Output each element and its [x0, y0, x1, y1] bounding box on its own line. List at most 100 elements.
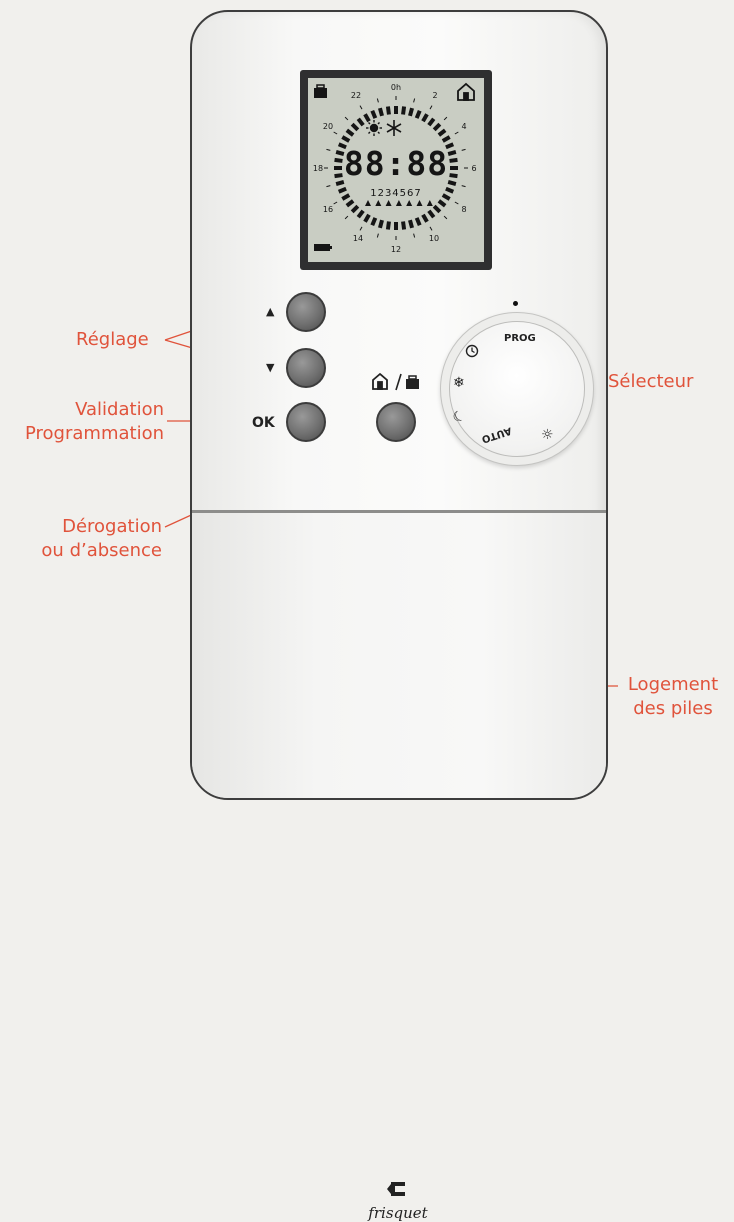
thermostat-device: 88:88 1234567 0h 2 4 6 8 10 12 [190, 10, 608, 1222]
ring-segment [408, 107, 414, 117]
ring-segment [421, 213, 429, 223]
ring-segment [335, 180, 345, 186]
callout-logement-line1: Logement [627, 674, 719, 695]
day-marker [375, 200, 382, 206]
hour-label-10: 10 [429, 234, 439, 243]
sun-icon: ☼ [541, 427, 554, 443]
frisquet-logo-icon [387, 1182, 405, 1196]
ring-segment [447, 180, 457, 186]
house-icon [457, 82, 475, 101]
hour-tick [359, 226, 363, 231]
ring-segment [334, 173, 343, 179]
ring-segment [335, 150, 345, 156]
hour-label-18: 18 [313, 164, 323, 173]
ring-segment [378, 107, 384, 117]
callout-validation: Validation Programmation [4, 398, 164, 446]
callout-derogation-line1: Dérogation [62, 516, 162, 537]
ring-segment [334, 157, 343, 163]
hour-tick [376, 98, 379, 103]
lcd-display: 88:88 1234567 0h 2 4 6 8 10 12 [313, 82, 477, 254]
snowflake-icon [386, 120, 402, 136]
hour-tick [326, 148, 331, 151]
ring-segment [356, 117, 365, 127]
hour-tick [454, 201, 459, 205]
ring-segment [441, 135, 451, 143]
down-button[interactable] [286, 348, 326, 388]
hour-label-16: 16 [323, 205, 333, 214]
hour-label-20: 20 [323, 122, 333, 131]
dial-label-prog: PROG [504, 333, 536, 344]
battery-icon [314, 244, 332, 251]
slash-separator [395, 373, 402, 391]
ring-segment [350, 122, 360, 132]
hour-tick [461, 148, 466, 151]
hour-tick [344, 116, 349, 121]
selector-knob[interactable] [449, 321, 585, 457]
ring-segment [414, 217, 422, 227]
ring-segment [414, 109, 422, 119]
ring-segment [408, 219, 414, 229]
ring-segment [441, 193, 451, 201]
callout-validation-line1: Validation [75, 399, 164, 420]
hour-tick [359, 105, 363, 110]
hour-tick [443, 215, 448, 220]
ring-segment [341, 135, 351, 143]
day-marker [426, 200, 433, 206]
derogation-icons [370, 372, 422, 392]
selector-dial[interactable]: PROG ❄ ☾ AUTO ☼ [440, 312, 594, 466]
ring-segment [345, 128, 355, 137]
ring-segment [449, 173, 458, 179]
hour-label-12: 12 [391, 245, 401, 254]
ring-segment [370, 217, 378, 227]
hour-tick [413, 98, 416, 103]
ok-button[interactable] [286, 402, 326, 442]
hour-ticks [324, 96, 468, 240]
derogation-button[interactable] [376, 402, 416, 442]
ring-segment [447, 150, 457, 156]
lcd-time: 88:88 [344, 144, 448, 183]
suitcase-icon [314, 84, 327, 98]
battery-compartment[interactable]: frisquet [192, 510, 606, 1222]
hour-tick [461, 185, 466, 188]
house-icon [372, 372, 388, 390]
ring-segment [385, 221, 391, 230]
ring-segment [378, 219, 384, 229]
up-arrow-icon: ▲ [266, 305, 275, 318]
hour-label-0: 0h [391, 83, 401, 92]
callout-logement-line2: des piles [633, 698, 713, 719]
ring-segment [401, 106, 407, 115]
hour-label-14: 14 [353, 234, 363, 243]
ring-segment [421, 113, 429, 123]
ring-segment [445, 186, 455, 194]
ring-segment [432, 122, 442, 132]
hour-label-4: 4 [461, 122, 466, 131]
callout-derogation-line2: ou d’absence [41, 540, 162, 561]
ring-segment [385, 106, 391, 115]
clock-icon [465, 344, 479, 362]
callout-selecteur: Sélecteur [608, 371, 694, 392]
ring-segment [427, 209, 436, 219]
day-marker [395, 200, 402, 206]
ring-segment [432, 204, 442, 214]
ring-segment [363, 213, 371, 223]
hour-tick [454, 131, 459, 135]
snowflake-icon: ❄ [453, 375, 465, 391]
day-marker [416, 200, 423, 206]
hour-label-2: 2 [432, 91, 437, 100]
lcd-days: 1234567 [370, 188, 422, 199]
ring-segment [437, 199, 447, 208]
sun-icon [366, 120, 382, 136]
hour-tick [344, 215, 349, 220]
ring-segment [427, 117, 436, 127]
hour-tick [376, 233, 379, 238]
ring-segment [345, 199, 355, 208]
suitcase-icon [406, 375, 419, 389]
dial-position-dot [513, 301, 518, 306]
callout-reglage: Réglage [76, 329, 149, 350]
ring-segment [445, 142, 455, 150]
lcd-screen: 88:88 1234567 0h 2 4 6 8 10 12 [308, 78, 484, 262]
up-button[interactable] [286, 292, 326, 332]
ring-segment [363, 113, 371, 123]
hour-tick [443, 116, 448, 121]
day-marker [365, 200, 371, 206]
